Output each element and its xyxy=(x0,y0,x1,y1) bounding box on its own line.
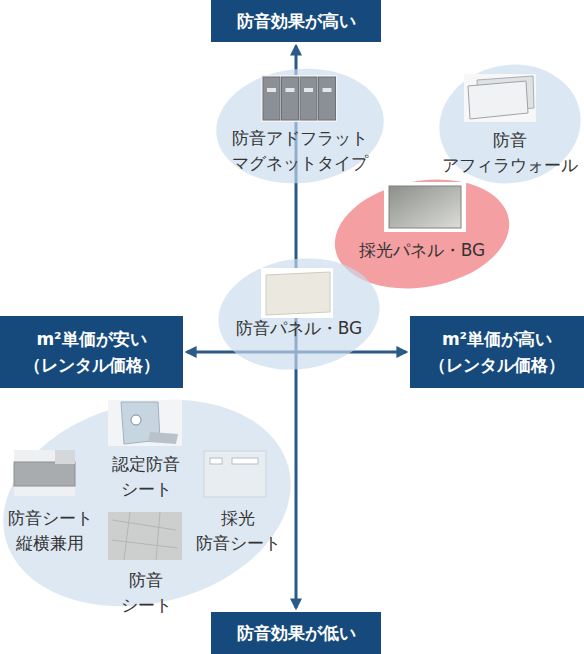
photo-background xyxy=(14,450,75,496)
product-item: 認定防音 シート xyxy=(98,398,194,506)
dual-sheet-photo xyxy=(14,450,75,496)
sheet-tag xyxy=(210,458,222,464)
ellipse-shape xyxy=(211,248,387,379)
product-ellipse: 防音パネル・BG xyxy=(216,256,382,372)
axis-label: m²単価が高い （レンタル価格） xyxy=(416,326,578,378)
sheet-tag xyxy=(232,458,258,464)
daylight-sheet-photo xyxy=(204,451,266,497)
product-name: 防音 シート xyxy=(107,568,185,618)
axis-label-box: 防音効果が高い xyxy=(211,0,381,42)
sheet-seam xyxy=(112,512,178,560)
ellipse-shape xyxy=(430,54,584,195)
sheet-shape xyxy=(14,462,75,486)
axis-label-box: m²単価が高い （レンタル価格） xyxy=(410,316,584,388)
ellipse-shape xyxy=(211,61,390,192)
sheet-shape xyxy=(204,451,266,497)
building-shape xyxy=(55,450,75,464)
product-name: 認定防音 シート xyxy=(98,452,194,502)
axis-label: m²単価が安い （レンタル価格） xyxy=(6,326,177,378)
product-name: 防音アドフラット マグネットタイプ xyxy=(214,126,386,176)
axis-label: 防音効果が高い xyxy=(237,8,356,34)
product-item: 防音シート 縦横兼用 xyxy=(0,448,100,558)
sheet-shape xyxy=(121,402,160,444)
sheet-shape xyxy=(108,512,182,560)
product-ellipse: 防音アドフラット マグネットタイプ xyxy=(214,66,386,186)
sheet-stand xyxy=(148,432,178,444)
axis-label-box: 防音効果が低い xyxy=(211,612,381,654)
certified-sheet-photo xyxy=(108,400,182,446)
ellipse-outline xyxy=(216,256,382,372)
product-name: 防音 アフィラウォール xyxy=(437,128,583,178)
product-ellipse: 防音 アフィラウォール xyxy=(437,62,583,186)
product-item: 防音 シート xyxy=(107,510,185,610)
sound-sheet-photo xyxy=(108,512,182,560)
group-ellipse xyxy=(0,371,313,636)
product-name: 採光 防音シート xyxy=(186,506,290,556)
product-name: 防音シート 縦横兼用 xyxy=(0,506,100,556)
photo-background xyxy=(108,400,182,446)
product-item: 採光 防音シート xyxy=(186,448,290,558)
axis-label: 防音効果が低い xyxy=(237,620,356,646)
axis-label-box: m²単価が安い （レンタル価格） xyxy=(0,316,183,388)
sheet-mark xyxy=(131,415,141,425)
product-name: 防音パネル・BG xyxy=(216,316,382,341)
product-name: 採光パネル・BG xyxy=(332,238,512,263)
